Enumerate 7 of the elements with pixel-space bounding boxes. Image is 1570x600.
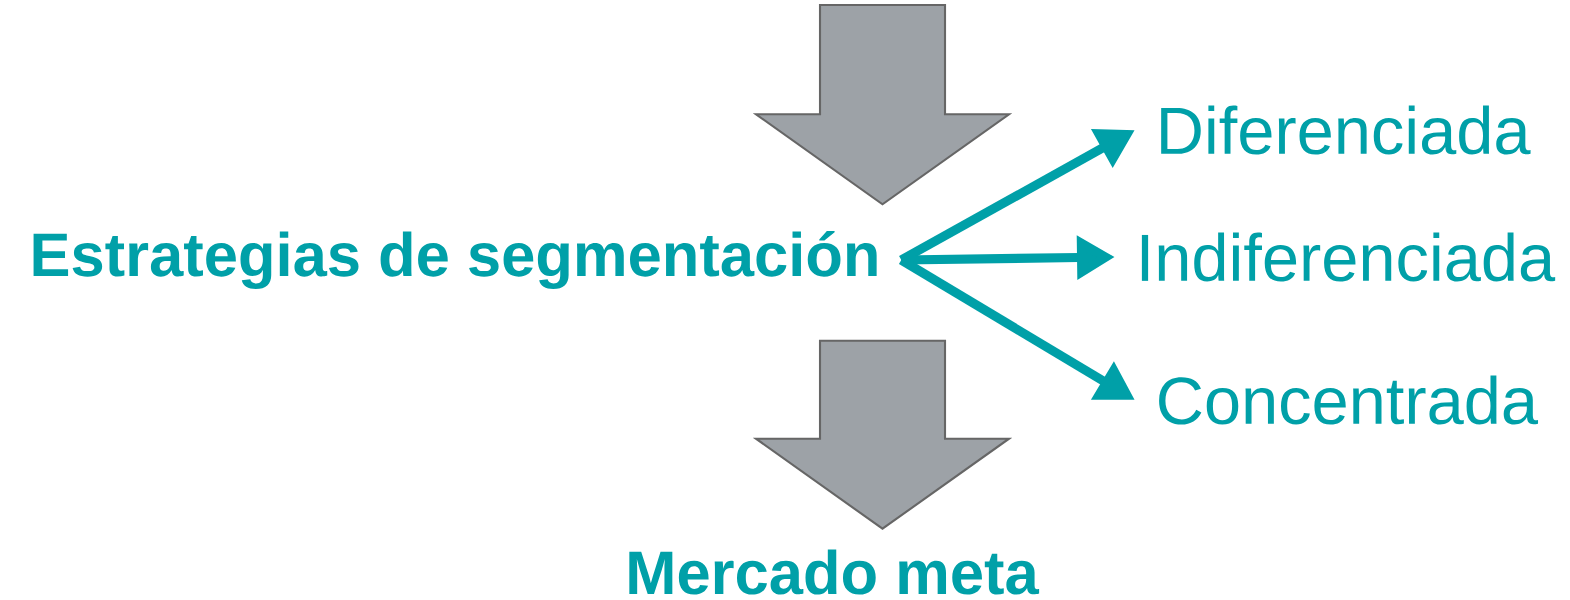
option-text: Diferenciada: [1161, 105, 1531, 155]
block-arrow: [752, 3, 1013, 206]
heading-text: Estrategias de segmentación: [33, 230, 877, 290]
option-text: Indiferenciada: [1141, 232, 1556, 282]
heading-text: Mercado meta: [629, 549, 1040, 595]
block-arrow: [752, 339, 1013, 530]
option-text: Concentrada: [1159, 375, 1539, 425]
